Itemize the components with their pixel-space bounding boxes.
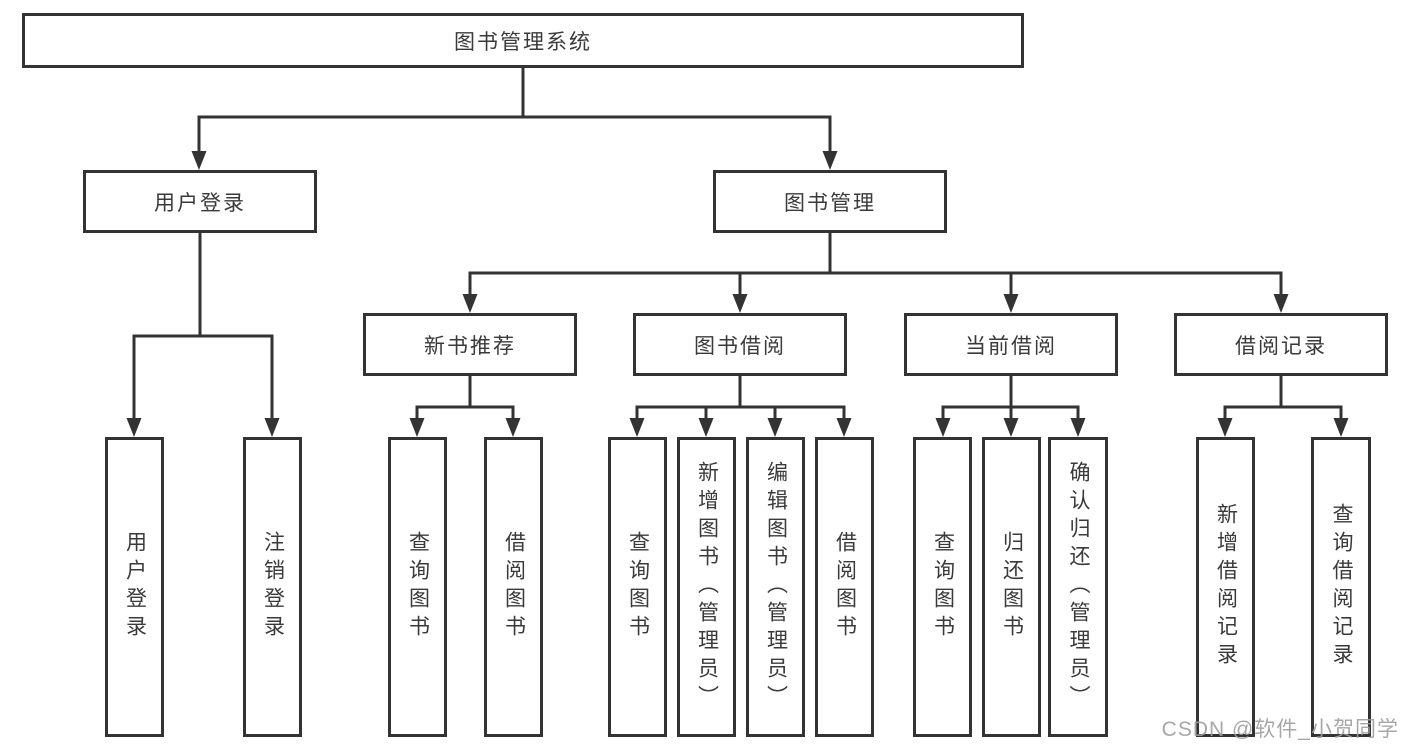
node-user-login: 用户登录 [83, 170, 317, 233]
leaf-query-books-current: 查询图书 [913, 437, 972, 737]
node-label: 当前借阅 [965, 334, 1057, 358]
node-borrow-records: 借阅记录 [1174, 313, 1388, 376]
leaf-borrow-books-recommend: 借阅图书 [484, 437, 543, 737]
node-book-borrow: 图书借阅 [633, 313, 847, 376]
leaf-edit-books-admin: 编辑图书（管理员） [746, 437, 805, 737]
node-new-book-recommend: 新书推荐 [363, 313, 577, 376]
leaf-query-books-borrow: 查询图书 [608, 437, 667, 737]
node-label: 编辑图书（管理员） [764, 461, 788, 713]
node-label: 图书管理系统 [454, 30, 592, 54]
node-label: 借阅图书 [833, 531, 857, 643]
leaf-query-borrow-record: 查询借阅记录 [1311, 437, 1371, 737]
leaf-add-books-admin: 新增图书（管理员） [677, 437, 736, 737]
node-label: 用户登录 [123, 531, 147, 643]
csdn-watermark: CSDN @软件_小贺同学 [1161, 718, 1399, 741]
node-label: 查询图书 [626, 531, 650, 643]
node-label: 新增图书（管理员） [695, 461, 719, 713]
leaf-borrow-books-borrow: 借阅图书 [815, 437, 874, 737]
node-current-borrow: 当前借阅 [904, 313, 1118, 376]
node-label: 借阅记录 [1235, 334, 1327, 358]
node-label: 用户登录 [154, 191, 246, 215]
node-label: 图书管理 [784, 191, 876, 215]
node-book-management: 图书管理 [713, 170, 947, 233]
node-label: 图书借阅 [694, 334, 786, 358]
node-label: 新书推荐 [424, 334, 516, 358]
node-label: 归还图书 [1000, 531, 1024, 643]
node-label: 查询图书 [406, 531, 430, 643]
leaf-logout: 注销登录 [243, 437, 302, 737]
node-root-system: 图书管理系统 [22, 13, 1024, 68]
arrowheads [126, 151, 1349, 437]
leaf-add-borrow-record: 新增借阅记录 [1196, 437, 1255, 737]
leaf-confirm-return-admin: 确认归还（管理员） [1048, 437, 1108, 737]
leaf-user-login: 用户登录 [105, 437, 164, 737]
node-label: 新增借阅记录 [1214, 503, 1238, 671]
node-label: 借阅图书 [502, 531, 526, 643]
node-label: 确认归还（管理员） [1067, 461, 1090, 713]
node-label: 注销登录 [261, 531, 285, 643]
leaf-query-books-recommend: 查询图书 [388, 437, 447, 737]
node-label: 查询图书 [931, 531, 955, 643]
node-label: 查询借阅记录 [1330, 503, 1353, 671]
leaf-return-books: 归还图书 [982, 437, 1041, 737]
